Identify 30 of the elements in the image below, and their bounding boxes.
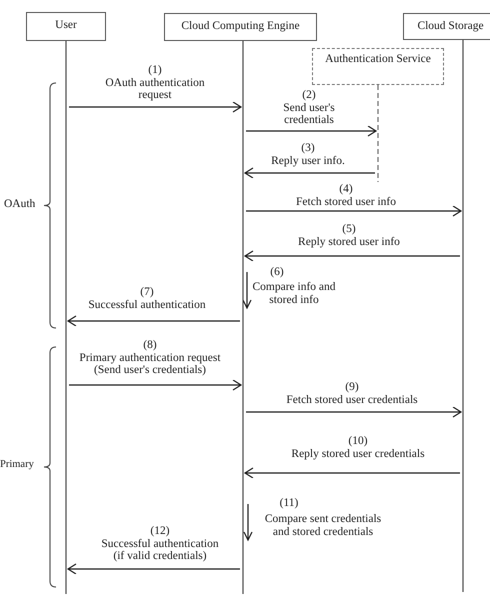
service-box: Authentication Service bbox=[312, 48, 444, 85]
message-label: (2) Send user's credentials bbox=[282, 89, 336, 126]
message-arrow bbox=[246, 205, 462, 217]
message-label: (8) Primary authentication request (Send user's credentials) bbox=[78, 339, 222, 376]
message-label: (5) Reply stored user info bbox=[297, 223, 401, 248]
message-arrow bbox=[67, 315, 240, 327]
message-arrow bbox=[246, 125, 377, 137]
message-label: (9) Fetch stored user credentials bbox=[285, 381, 419, 406]
message-label: (1) OAuth authentication request bbox=[104, 64, 206, 102]
message-label: (3) Reply user info. bbox=[270, 142, 346, 167]
participant-box: Cloud Computing Engine bbox=[164, 13, 317, 41]
message-arrow bbox=[246, 406, 462, 418]
step-note: (6) bbox=[269, 266, 285, 278]
message-arrow bbox=[244, 467, 460, 479]
step-note: Compare sent credentials and stored credentials bbox=[264, 513, 382, 538]
message-arrow bbox=[67, 563, 240, 575]
message-label: (10) Reply stored user credentials bbox=[290, 435, 426, 460]
message-arrow bbox=[244, 250, 460, 262]
message-label: (12) Successful authentication (if valid credentials) bbox=[100, 525, 220, 562]
message-label: (4) Fetch stored user info bbox=[295, 183, 397, 208]
phase-label: Primary bbox=[0, 459, 35, 472]
phase-label: OAuth bbox=[4, 198, 36, 210]
message-arrow bbox=[69, 379, 242, 391]
message-arrow bbox=[69, 101, 242, 113]
participant-box: User bbox=[26, 12, 106, 41]
step-note: (11) bbox=[278, 497, 300, 510]
message-arrow bbox=[244, 167, 375, 179]
step-note: Compare info and stored info bbox=[251, 281, 337, 306]
message-label: (7) Successful authentication bbox=[87, 286, 207, 311]
participant-box: Cloud Storage bbox=[403, 13, 490, 40]
